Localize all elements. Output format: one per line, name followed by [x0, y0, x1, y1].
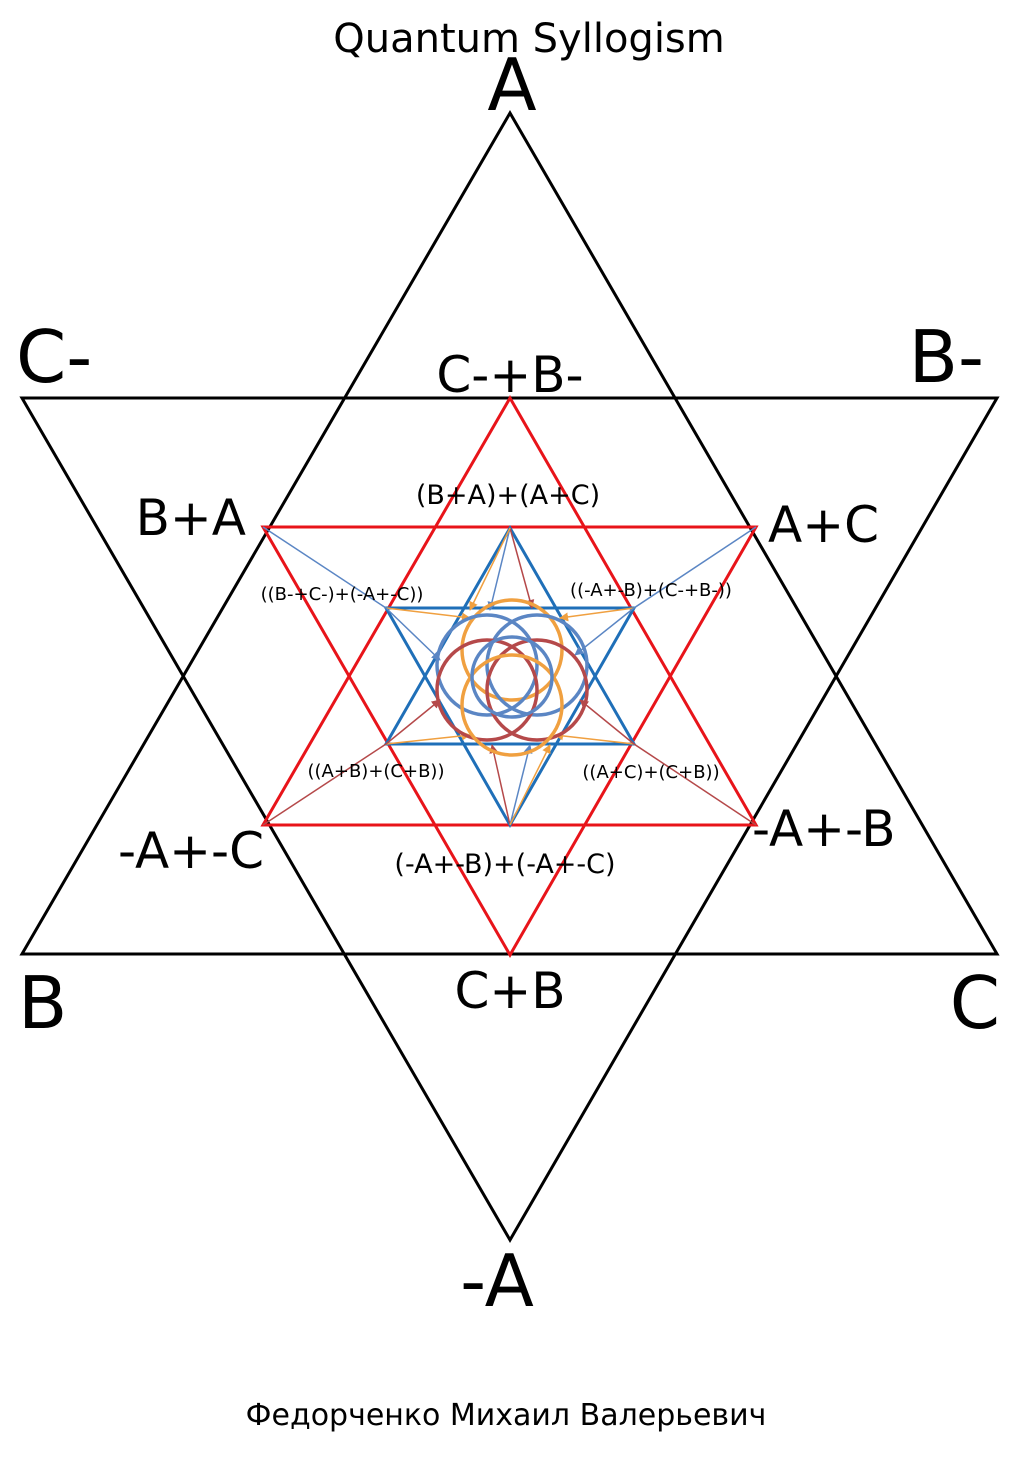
- circle-bottom-orange: [460, 653, 564, 757]
- inner-triangle-down: [383, 606, 637, 829]
- circle-right-red: [485, 638, 589, 742]
- arrow-lines: [262, 526, 757, 826]
- outer-label-lower-right: C: [950, 961, 1000, 1045]
- middle-label-upper-right: A+C: [768, 496, 879, 554]
- circle-top-orange: [460, 598, 564, 702]
- inner-label-top: (B+A)+(A+C): [416, 480, 600, 511]
- inner-label-lower-left: ((A+B)+(C+B)): [308, 761, 445, 782]
- middle-label-top: C-+B-: [436, 346, 583, 404]
- inner-label-upper-left: ((B-+C-)+(-A+-C)): [261, 584, 424, 605]
- circle-left-blue: [435, 613, 539, 717]
- outer-label-upper-right: B-: [909, 315, 984, 399]
- middle-label-upper-left: B+A: [136, 489, 246, 547]
- middle-label-lower-right: -A+-B: [752, 800, 896, 858]
- outer-label-bottom: -A: [460, 1239, 534, 1323]
- outer-label-lower-left: B: [18, 961, 67, 1045]
- outer-label-upper-left: C-: [16, 315, 92, 399]
- author-name: Федорченко Михаил Валерьевич: [246, 1398, 767, 1433]
- diagram-title: Quantum Syllogism: [333, 16, 724, 62]
- central-circles: [435, 598, 589, 757]
- circle-left-red: [435, 638, 539, 742]
- middle-label-bottom: C+B: [454, 962, 565, 1020]
- middle-label-lower-left: -A+-C: [118, 822, 264, 880]
- circle-center-blue: [470, 635, 554, 719]
- inner-label-upper-right: ((-A+-B)+(C-+B-)): [570, 580, 732, 601]
- outer-label-top: A: [487, 43, 536, 127]
- circle-right-blue: [485, 613, 589, 717]
- inner-label-lower-right: ((A+C)+(C+B)): [582, 762, 719, 783]
- inner-label-bottom: (-A+-B)+(-A+-C): [394, 849, 615, 880]
